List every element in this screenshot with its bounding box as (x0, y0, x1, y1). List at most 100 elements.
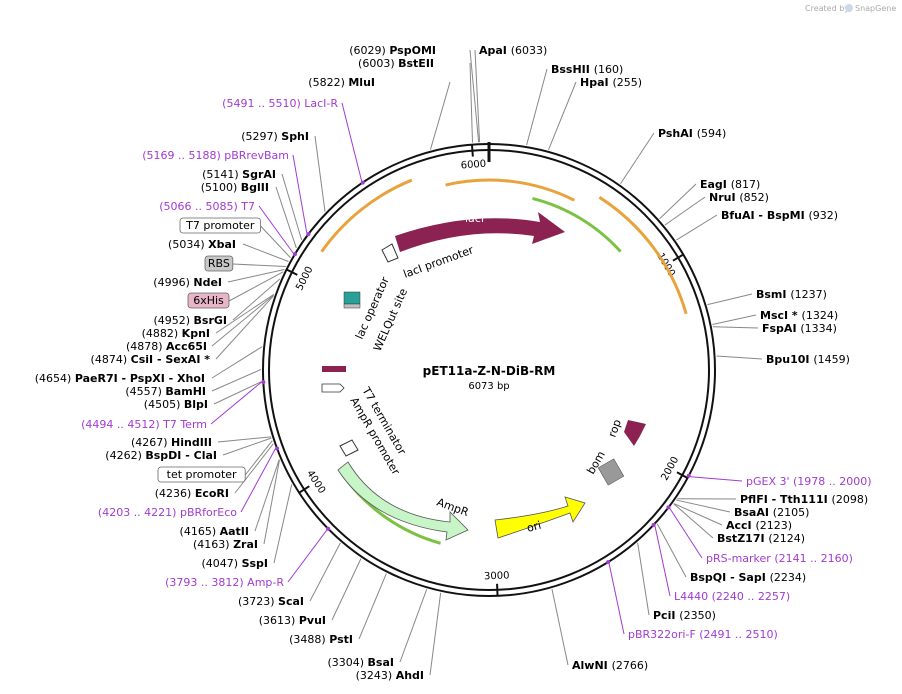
site-fspai-label: FspAI (1334) (762, 322, 837, 335)
site-kpni-label: (4882) KpnI (142, 327, 210, 340)
site-bfuai-bspmi-label: BfuAI - BspMI (932) (721, 209, 838, 222)
snapgene-logo-icon (845, 4, 853, 12)
tick-label-3000: 3000 (484, 570, 510, 582)
boxed-rbs-label: RBS (208, 257, 230, 270)
site-sspi-pos: (4047) (201, 557, 241, 570)
boxed-rbs-leader (232, 263, 286, 268)
primer-t7-term-leader (210, 381, 262, 425)
primer-prs-marker-leader (669, 508, 703, 559)
site-bfuai-bspmi-leader (676, 214, 718, 241)
ori-arrow (494, 496, 586, 539)
site-pspomi-leader (469, 49, 480, 143)
site-mlui-pos: (5822) (308, 76, 348, 89)
site-bpu10i-name: Bpu10I (766, 353, 813, 366)
site-pspomi-label: (6029) PspOMI (349, 44, 436, 57)
site-bsmi-leader (707, 293, 753, 306)
site-sphi-pos: (5297) (241, 130, 281, 143)
tick-mark-1000 (672, 253, 684, 262)
site-ecori-label: (4236) EcoRI (155, 487, 229, 500)
site-zrai-pos: (4163) (193, 538, 233, 551)
site-csii-sexai--pos: (4874) (91, 353, 131, 366)
credit-label: Created by (805, 4, 849, 13)
site-paer7i-pspxi-xhoi-label: (4654) PaeR7I - PspXI - XhoI (35, 372, 205, 385)
site-sspi-label: (4047) SspI (201, 557, 268, 570)
lac-operator-box (343, 291, 361, 305)
site-bglii-name: BglII (241, 181, 269, 194)
site-bsaai-leader (676, 499, 731, 513)
site-sgrai-pos: (5141) (202, 168, 242, 181)
site-bspqi-sapi-name: BspQI - SapI (690, 571, 770, 584)
site-hpai-pos: (255) (612, 76, 642, 89)
site-acci-pos: (2123) (755, 519, 792, 532)
site-bstz17i-pos: (2124) (768, 532, 805, 545)
welqut-site-box (343, 303, 361, 309)
green-arc-top (532, 196, 622, 253)
site-paer7i-pspxi-xhoi-name: PaeR7I - PspXI - XhoI (75, 372, 205, 385)
site-psti-label: (3488) PstI (289, 633, 353, 646)
plasmid-center: pET11a-Z-N-DiB-RM 6073 bp (423, 364, 556, 392)
site-mlui-name: MluI (348, 76, 375, 89)
primer-pbrrevbam-marker (306, 232, 311, 237)
site-pcii-leader (637, 542, 650, 616)
primer-pbrforeco-label: (4203 .. 4221) pBRforEco (98, 506, 237, 519)
site-bsmi-label: BsmI (1237) (756, 288, 827, 301)
primer-prs-marker-marker (666, 505, 671, 510)
site-xbai-name: XbaI (208, 238, 236, 251)
site-ahdi-pos: (3243) (356, 669, 396, 682)
site-csii-sexai--leader (215, 295, 274, 360)
site-bstz17i-leader (673, 503, 714, 539)
primer-pbr322ori-f-leader (608, 563, 625, 635)
site-alwni-name: AlwNI (572, 659, 612, 672)
boxed-6xhis-box (187, 292, 230, 309)
site-bpu10i-pos: (1459) (813, 353, 850, 366)
site-ndei-pos: (4996) (153, 276, 193, 289)
site-aatii-leader (254, 459, 280, 532)
site-zrai-name: ZraI (233, 538, 258, 551)
site-bpu10i-leader (716, 355, 763, 360)
site-acc65i-name: Acc65I (166, 340, 207, 353)
site-eagi-leader (659, 183, 697, 220)
primer-laci-r-label: (5491 .. 5510) LacI-R (222, 97, 338, 110)
site-pspomi-pos: (6029) (349, 44, 389, 57)
site-eagi-name: EagI (700, 178, 731, 191)
tick-mark-5000 (286, 268, 298, 276)
site-hpai-label: HpaI (255) (580, 76, 642, 89)
site-pvui-pos: (3613) (259, 614, 299, 627)
site-ahdi-leader (429, 592, 442, 676)
site-paer7i-pspxi-xhoi-pos: (4654) (35, 372, 75, 385)
site-bspdi-clai-label: (4262) BspDI - ClaI (105, 449, 217, 462)
rop-arrow (624, 420, 646, 446)
ampr-promoter-arrow (339, 439, 359, 457)
primer-t7-term-label: (4494 .. 4512) T7 Term (81, 418, 207, 431)
site-sspi-name: SspI (242, 557, 268, 570)
site-psti-name: PstI (329, 633, 353, 646)
site-acc65i-pos: (4878) (126, 340, 166, 353)
tick-label-4000: 4000 (304, 468, 327, 495)
bom-box (597, 458, 625, 486)
site-bsshii-label: BssHII (160) (551, 63, 623, 76)
site-bfuai-bspmi-pos: (932) (809, 209, 839, 222)
primer-prs-marker-label: pRS-marker (2141 .. 2160) (706, 552, 853, 565)
site-hindiii-pos: (4267) (131, 436, 171, 449)
tick-mark-2000 (676, 471, 688, 479)
tick-label-2000: 2000 (659, 455, 681, 483)
site-sphi-label: (5297) SphI (241, 130, 309, 143)
site-bspqi-sapi-label: BspQI - SapI (2234) (690, 571, 806, 584)
site-sphi-leader (314, 135, 326, 212)
site-bsteii-name: BstEII (398, 57, 434, 70)
primer-pbrrevbam-leader (292, 154, 308, 234)
site-alwni-leader (551, 589, 569, 666)
site-ecori-leader (234, 443, 274, 494)
orange-arc-left (320, 178, 413, 253)
boxed-6xhis-leader (228, 271, 284, 302)
orange-arc-right (598, 196, 688, 315)
primer-t7-term-marker (261, 380, 266, 385)
site-pshai-label: PshAI (594) (658, 127, 726, 140)
site-scai-label: (3723) ScaI (238, 595, 304, 608)
site-pshai-name: PshAI (658, 127, 697, 140)
site-acci-name: AccI (726, 519, 755, 532)
boxed-tet-promoter-box (157, 466, 246, 483)
site-bspdi-clai-pos: (4262) (105, 449, 145, 462)
site-bspdi-clai-name: BspDI - ClaI (145, 449, 217, 462)
annotation-arcs (320, 178, 688, 545)
